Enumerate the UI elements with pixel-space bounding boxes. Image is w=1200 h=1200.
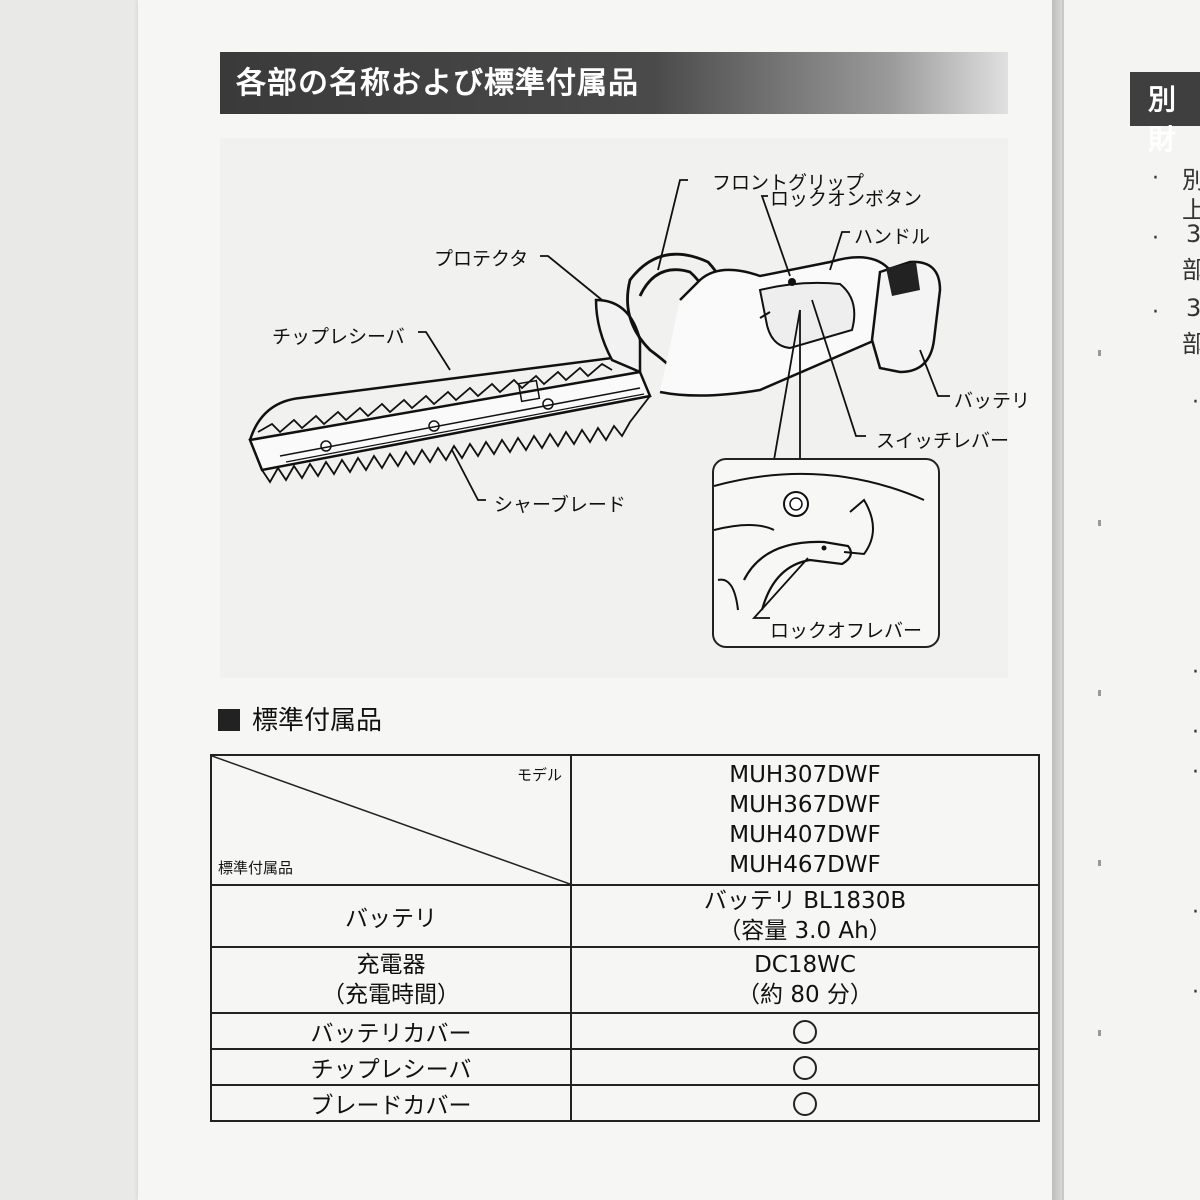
row-value: バッテリ BL1830B （容量 3.0 Ah） xyxy=(570,884,1040,948)
label-battery: バッテリ xyxy=(954,390,1031,412)
lock-off-lever-detail xyxy=(713,472,925,619)
row-name: バッテリカバー xyxy=(210,1012,572,1050)
included-circle-icon xyxy=(793,1091,817,1116)
row-value xyxy=(570,1048,1040,1086)
row-value-line: （約 80 分） xyxy=(737,982,873,1008)
row-value-line: DC18WC xyxy=(754,952,856,978)
right-text-fragment: 部 xyxy=(1182,256,1200,284)
table-row: バッテリカバー xyxy=(210,1012,1040,1050)
binding-stitch xyxy=(1098,520,1101,526)
right-text-fragment: 部 xyxy=(1182,330,1200,358)
bullet: · xyxy=(1152,226,1159,251)
bullet: · xyxy=(1192,760,1199,785)
diagonal-line xyxy=(212,756,570,884)
header-diagonal-cell: モデル 標準付属品 xyxy=(210,754,572,886)
included-circle-icon xyxy=(793,1019,817,1044)
row-value-line: （容量 3.0 Ah） xyxy=(718,918,892,944)
table-row: 充電器 （充電時間） DC18WC （約 80 分） xyxy=(210,946,1040,1014)
table-row: ブレードカバー xyxy=(210,1084,1040,1122)
square-bullet-icon xyxy=(218,709,240,731)
row-name: バッテリ xyxy=(210,884,572,948)
row-name: ブレードカバー xyxy=(210,1084,572,1122)
binding-stitch xyxy=(1098,860,1101,866)
hedge-trimmer-illustration xyxy=(248,179,950,501)
section-title: 各部の名称および標準付属品 xyxy=(236,66,639,101)
bullet: · xyxy=(1192,980,1199,1005)
bullet: · xyxy=(1152,166,1159,191)
bullet: · xyxy=(1192,720,1199,745)
label-front-grip: フロントグリップ xyxy=(712,172,865,194)
section-header-bar xyxy=(220,52,1008,114)
accessories-table: モデル 標準付属品 MUH307DWF MUH367DWF MUH407DWF … xyxy=(210,754,1040,1122)
label-chip-receiver: チップレシーバ xyxy=(272,326,405,348)
label-switch-lever: スイッチレバー xyxy=(876,430,1010,452)
header-model-label: モデル xyxy=(516,766,562,784)
model-name: MUH307DWF xyxy=(729,762,881,788)
row-name-line: 充電器 xyxy=(356,952,426,978)
model-name: MUH467DWF xyxy=(729,852,881,878)
row-value-line: バッテリ BL1830B xyxy=(703,888,907,914)
bullet: · xyxy=(1152,300,1159,325)
row-value xyxy=(570,1084,1040,1122)
model-name: MUH407DWF xyxy=(729,822,881,848)
row-name-line: （充電時間） xyxy=(322,982,460,1008)
model-name: MUH367DWF xyxy=(729,792,881,818)
row-value xyxy=(570,1012,1040,1050)
bullet: · xyxy=(1192,660,1199,685)
row-name: 充電器 （充電時間） xyxy=(210,946,572,1014)
row-value: DC18WC （約 80 分） xyxy=(570,946,1040,1014)
binding-stitch xyxy=(1098,1030,1101,1036)
accessories-heading: 標準付属品 xyxy=(218,700,382,737)
right-text-fragment: 別 xyxy=(1182,166,1200,194)
binding-stitch xyxy=(1098,690,1101,696)
right-page-title: 別財 xyxy=(1148,83,1177,156)
right-text-fragment: 3 xyxy=(1186,220,1200,248)
table-row: バッテリ バッテリ BL1830B （容量 3.0 Ah） xyxy=(210,884,1040,948)
binding-stitch xyxy=(1098,350,1101,356)
header-accessory-label: 標準付属品 xyxy=(218,859,294,877)
bullet: · xyxy=(1192,390,1199,415)
label-handle: ハンドル xyxy=(854,226,931,248)
row-name: チップレシーバ xyxy=(210,1048,572,1086)
right-text-fragment: 3 xyxy=(1186,294,1200,322)
label-shear-blade: シャーブレード xyxy=(494,494,626,516)
detail-inset xyxy=(712,458,940,648)
model-list-cell: MUH307DWF MUH367DWF MUH407DWF MUH467DWF xyxy=(570,754,1040,886)
right-page-header-bar xyxy=(1130,72,1200,126)
right-page xyxy=(1062,0,1200,1200)
table-header-row: モデル 標準付属品 MUH307DWF MUH367DWF MUH407DWF … xyxy=(210,754,1040,886)
label-protector: プロテクタ xyxy=(434,248,529,270)
table-row: チップレシーバ xyxy=(210,1048,1040,1086)
accessories-heading-text: 標準付属品 xyxy=(252,706,383,736)
label-lock-off-lever: ロックオフレバー xyxy=(770,620,923,642)
bullet: · xyxy=(1192,900,1199,925)
label-lock-on-button: ロックオンボタン xyxy=(770,188,923,210)
right-text-fragment: 上 xyxy=(1182,196,1200,224)
included-circle-icon xyxy=(793,1055,817,1080)
